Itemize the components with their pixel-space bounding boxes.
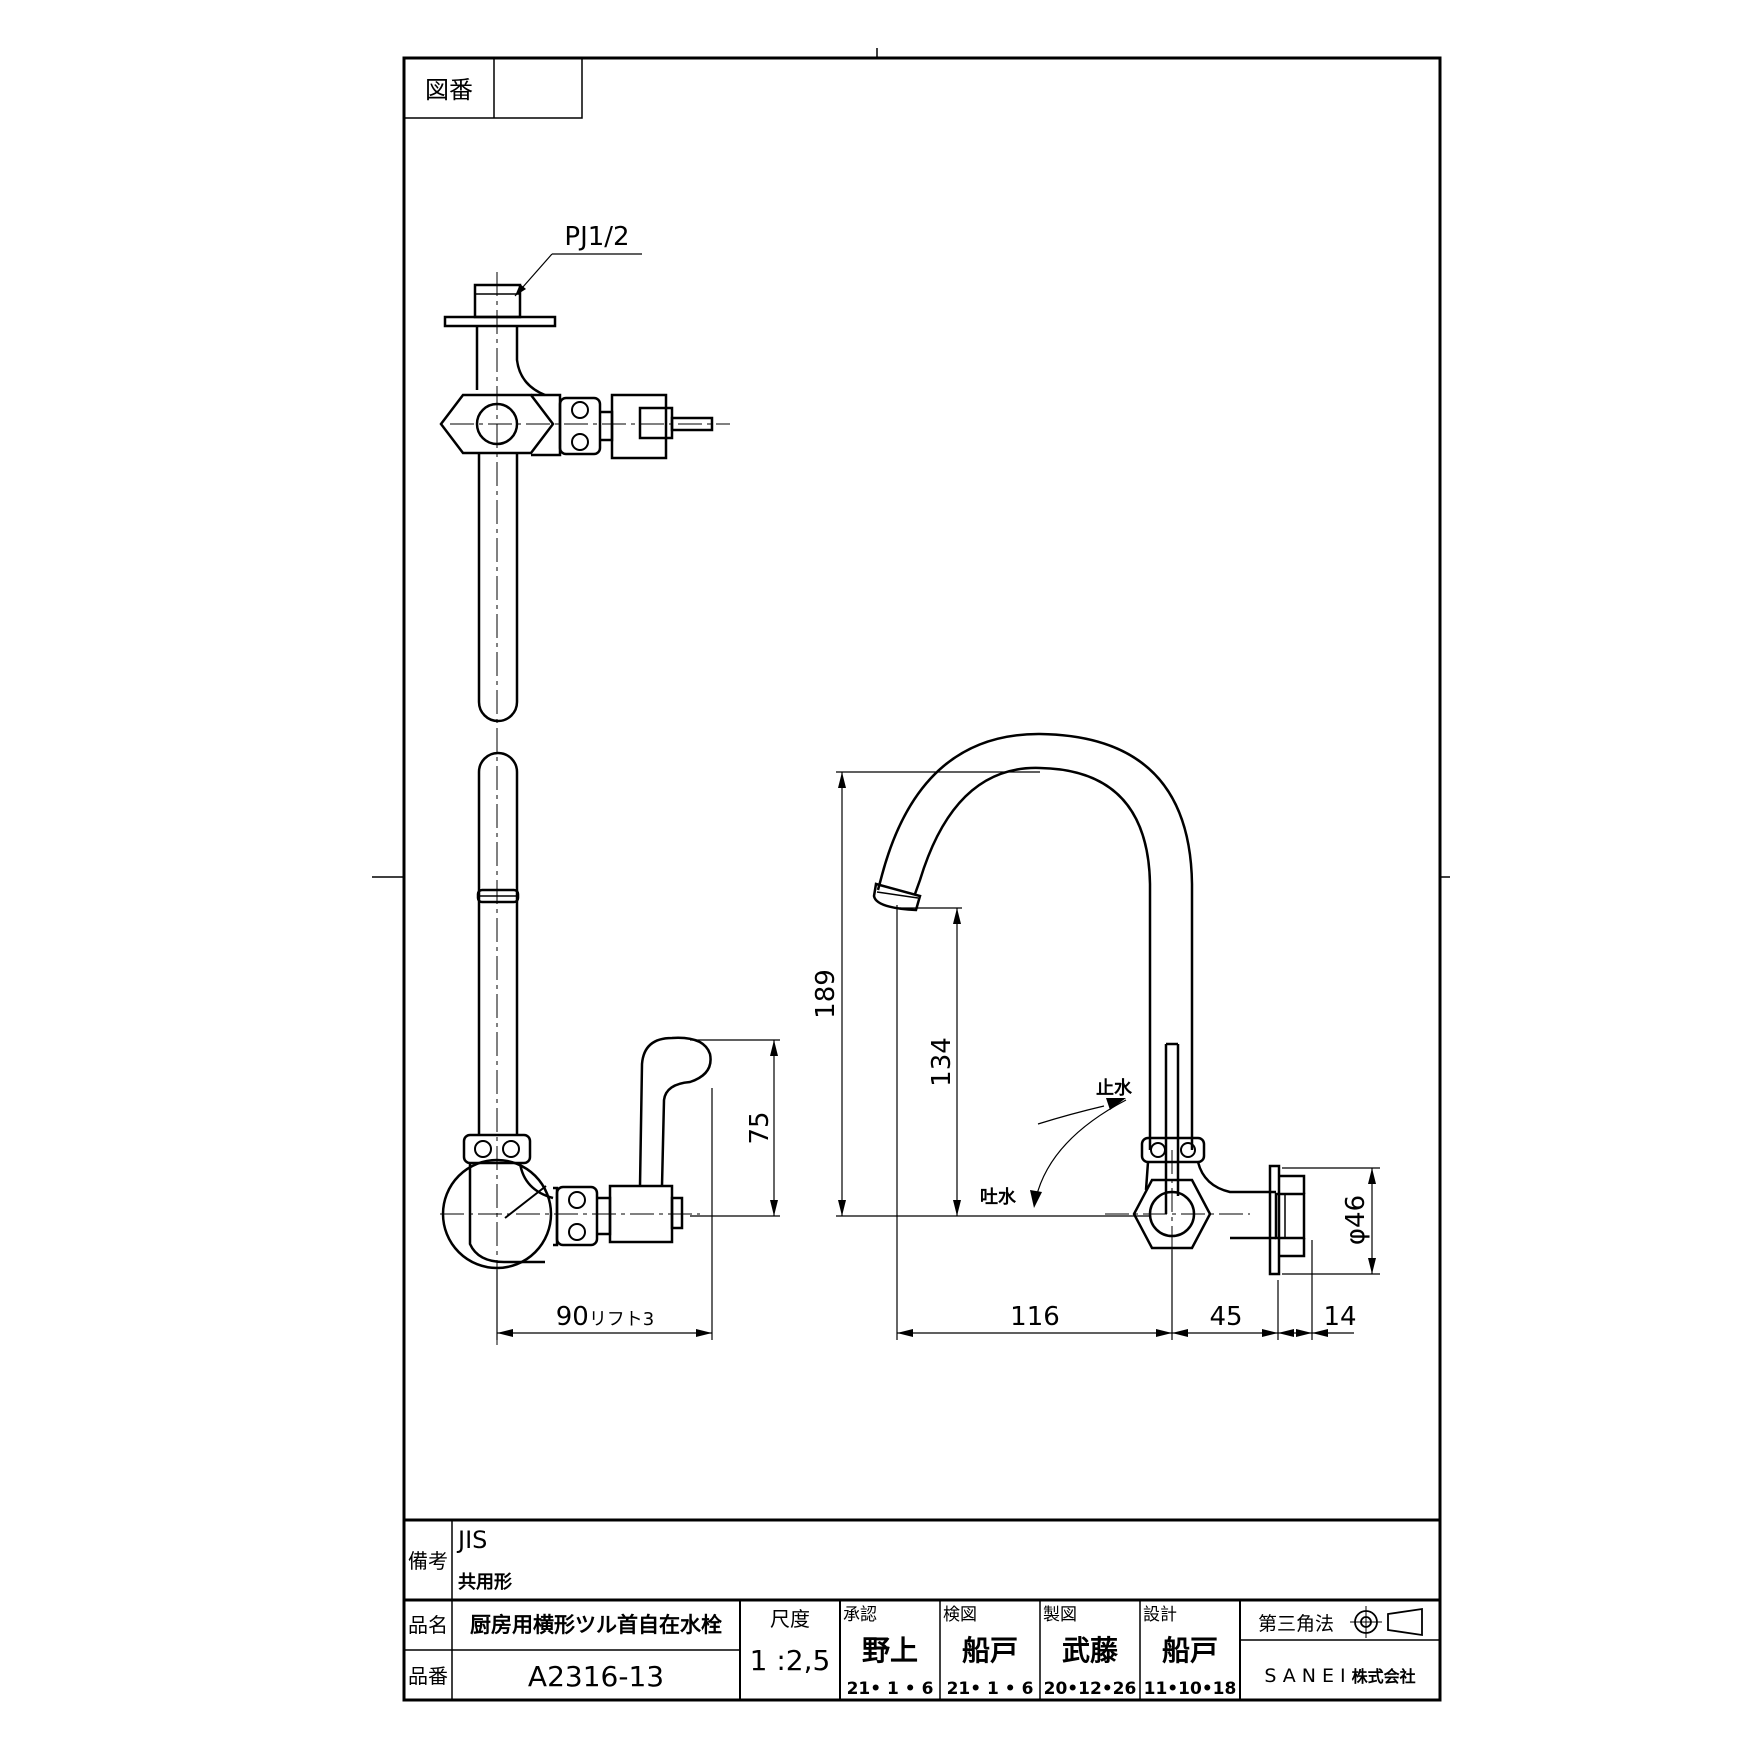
product-name-label: 品名: [408, 1613, 448, 1637]
dim-spout-height: 134: [927, 1037, 957, 1087]
scale-label: 尺度: [770, 1607, 810, 1631]
approval-name-3: 武藤: [1062, 1634, 1119, 1667]
approval-role-4: 設計: [1143, 1605, 1177, 1625]
projection-label: 第三角法: [1258, 1613, 1334, 1635]
thread-callout: PJ1/2: [564, 222, 629, 252]
remarks-line-2: 共用形: [458, 1572, 512, 1593]
approval-name-4: 船戸: [1162, 1634, 1218, 1667]
dim-handle-height: 75: [745, 1111, 775, 1144]
front-view-dimensions: [836, 771, 1380, 1340]
approval-date-3: 20•12•26: [1044, 1679, 1137, 1699]
drawing-border: [402, 56, 1442, 1702]
remarks-line-1: JIS: [456, 1526, 487, 1554]
side-view: [439, 272, 730, 1345]
dim-flange-depth: 14: [1323, 1302, 1356, 1332]
remarks-label: 備考: [408, 1549, 448, 1573]
dim-total-height: 189: [811, 969, 841, 1019]
approval-name-1: 野上: [862, 1634, 918, 1667]
approval-date-2: 21• 1 • 6: [947, 1679, 1034, 1699]
scale-value: 1 :2,5: [750, 1644, 831, 1677]
drawing-number-box: 図番: [403, 57, 583, 119]
approval-role-2: 検図: [943, 1605, 977, 1625]
product-name: 厨房用横形ツル首自在水栓: [470, 1613, 722, 1637]
product-number-label: 品番: [408, 1664, 448, 1688]
centering-marks: [372, 48, 1450, 878]
company-name: SANEI株式会社: [1264, 1665, 1415, 1687]
stop-water-label: 止水: [1096, 1077, 1133, 1099]
front-view: [872, 732, 1306, 1278]
dim-body-depth: 45: [1209, 1302, 1242, 1332]
approval-date-1: 21• 1 • 6: [847, 1679, 934, 1699]
drawing-number-label: 図番: [425, 76, 473, 104]
approval-name-2: 船戸: [962, 1634, 1018, 1667]
approval-role-3: 製図: [1043, 1605, 1077, 1625]
discharge-label: 吐水: [980, 1186, 1017, 1208]
approval-role-1: 承認: [843, 1605, 877, 1625]
dim-flange-diameter: φ46: [1341, 1195, 1371, 1245]
title-block: [404, 1518, 1440, 1700]
side-view-dimensions: [496, 253, 780, 1340]
product-number: A2316-13: [528, 1660, 664, 1693]
approval-date-4: 11•10•18: [1144, 1679, 1237, 1699]
dim-spout-reach: 116: [1010, 1302, 1060, 1332]
dim-handle-width: 90リフト3: [556, 1302, 655, 1332]
